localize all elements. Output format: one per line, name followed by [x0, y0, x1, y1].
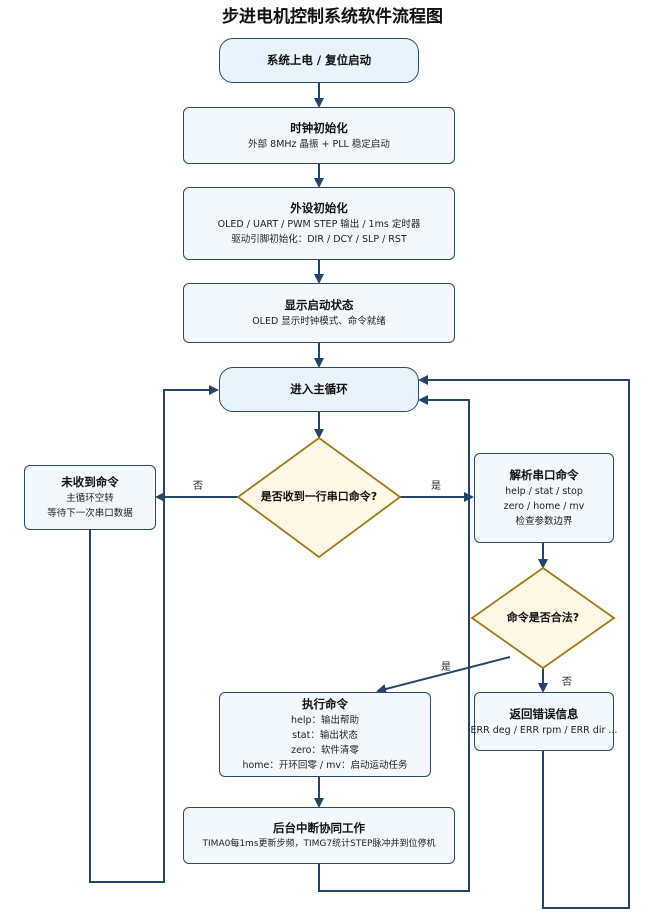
node-main-loop: 进入主循环: [219, 367, 419, 412]
node-clock-init-title: 时钟初始化: [290, 120, 348, 135]
node-parse-cmd-line: zero / home / mv: [503, 501, 585, 512]
node-exec-cmd-title: 执行命令: [302, 697, 348, 711]
node-exec-cmd: 执行命令 help：输出帮助 stat：输出状态 zero：软件清零 home：…: [219, 692, 431, 777]
decision-cmd-valid-label: 命令是否合法?: [506, 611, 580, 624]
node-parse-cmd: 解析串口命令 help / stat / stop zero / home / …: [474, 453, 614, 543]
node-exec-cmd-line: zero：软件清零: [291, 745, 359, 756]
node-parse-cmd-title: 解析串口命令: [509, 468, 579, 482]
node-parse-cmd-line: help / stat / stop: [505, 486, 583, 497]
edge-label-no-left: 否: [193, 481, 203, 492]
node-periph-init-title: 外设初始化: [290, 201, 348, 215]
node-clock-init-line: 外部 8MHz 晶振 + PLL 稳定启动: [248, 138, 390, 150]
node-periph-init-line: OLED / UART / PWM STEP 输出 / 1ms 定时器: [217, 219, 421, 230]
node-err-info-title: 返回错误信息: [509, 706, 579, 721]
node-bg-irq: 后台中断协同工作 TIMA0每1ms更新步频，TIMG7统计STEP脉冲并到位停…: [183, 807, 455, 864]
node-show-status-line: OLED 显示时钟模式、命令就绪: [252, 316, 386, 327]
decision-got-cmd-label: 是否收到一行串口命令?: [260, 490, 378, 503]
node-power-on-title: 系统上电 / 复位启动: [266, 53, 372, 67]
node-no-cmd-title: 未收到命令: [61, 475, 119, 489]
node-show-status: 显示启动状态 OLED 显示时钟模式、命令就绪: [183, 283, 455, 343]
node-show-status-title: 显示启动状态: [284, 298, 354, 312]
node-err-info-line: ERR deg / ERR rpm / ERR dir ...: [470, 724, 618, 736]
node-no-cmd-line: 等待下一次串口数据: [47, 508, 133, 519]
edge-label-yes-valid: 是: [441, 662, 451, 673]
node-main-loop-title: 进入主循环: [290, 382, 348, 396]
edge-bg-loop-back: [318, 395, 470, 892]
edge-label-yes-right: 是: [431, 481, 441, 492]
decision-got-cmd-shape: [236, 436, 402, 559]
node-exec-cmd-line: stat：输出状态: [292, 730, 358, 741]
node-exec-cmd-line: help：输出帮助: [290, 715, 360, 726]
node-parse-cmd-line: 检查参数边界: [515, 516, 573, 527]
edge-err-loop-back: [418, 375, 630, 909]
node-no-cmd-line: 主循环空转: [66, 493, 114, 504]
edge-label-no-valid: 否: [562, 677, 572, 688]
node-err-info: 返回错误信息 ERR deg / ERR rpm / ERR dir ...: [471, 692, 617, 751]
decision-cmd-valid-shape: [470, 566, 616, 670]
node-power-on: 系统上电 / 复位启动: [219, 38, 419, 83]
node-exec-cmd-line: home：开环回零 / mv：启动运动任务: [242, 760, 408, 771]
node-bg-irq-line: TIMA0每1ms更新步频，TIMG7统计STEP脉冲并到位停机: [202, 838, 436, 849]
node-periph-init-line: 驱动引脚初始化：DIR / DCY / SLP / RST: [231, 234, 407, 245]
node-bg-irq-title: 后台中断协同工作: [273, 820, 365, 835]
node-clock-init: 时钟初始化 外部 8MHz 晶振 + PLL 稳定启动: [183, 107, 455, 164]
edge-nocmd-loop-back: [89, 385, 219, 883]
diagram-title: 步进电机控制系统软件流程图: [222, 7, 443, 27]
node-no-cmd: 未收到命令 主循环空转 等待下一次串口数据: [24, 465, 156, 530]
node-periph-init: 外设初始化 OLED / UART / PWM STEP 输出 / 1ms 定时…: [183, 187, 455, 260]
edge-valid-to-exec: [376, 656, 511, 694]
